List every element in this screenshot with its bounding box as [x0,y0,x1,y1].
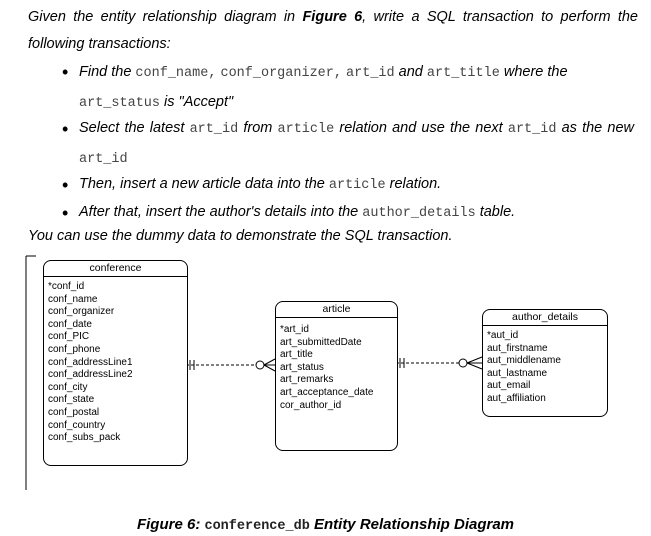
entity-article-title: article [276,302,397,318]
caption-label: Figure 6: [136,516,201,533]
relationship-article-author [396,356,483,370]
attribute-author_details-5: aut_affiliation [487,392,546,404]
attribute-article-2: art_title [280,349,313,361]
dummy-data-note: You can use the dummy data to demonstrat… [28,228,453,244]
bullet-3-text: Then, insert a new article data into the… [79,176,442,193]
figure-ref: Figure 6 [302,9,363,25]
attribute-article-1: art_submittedDate [280,336,362,348]
attribute-conference-2: conf_organizer [48,306,115,318]
attribute-article-5: art_acceptance_date [280,386,374,398]
attribute-conference-1: conf_name [48,293,98,305]
attribute-author_details-3: aut_lastname [487,367,548,379]
attribute-conference-9: conf_state [48,394,95,406]
attribute-conference-6: conf_addressLine1 [48,356,133,368]
attribute-conference-3: conf_date [48,318,92,330]
attribute-conference-12: conf_subs_pack [48,432,121,444]
intro-text: Given the entity relationship diagram in [28,9,303,25]
attribute-conference-4: conf_PIC [48,331,90,343]
relationship-conference-article [186,358,276,372]
entity-author-details-title: author_details [483,310,607,326]
attribute-conference-5: conf_phone [48,343,101,355]
attribute-author_details-4: aut_email [487,380,531,392]
bullet-2-text: Select the latest art_id from article re… [79,120,634,167]
figure-caption: Figure 6: conference_db Entity Relations… [0,516,651,534]
entity-conference-title: conference [44,261,187,277]
attribute-conference-8: conf_city [48,381,88,393]
caption-code: conference_db [204,519,310,534]
intro-paragraph: Given the entity relationship diagram in… [28,4,638,58]
attribute-article-0: *art_id [280,324,309,335]
attribute-conference-10: conf_postal [48,406,100,418]
caption-text: Entity Relationship Diagram [313,516,515,533]
bullet-4-text: After that, insert the author's details … [79,204,516,221]
attribute-author_details-1: aut_firstname [487,342,548,354]
attribute-conference-0: *conf_id [48,281,85,292]
attribute-article-4: art_remarks [280,374,334,386]
attribute-article-3: art_status [280,361,324,373]
intro-text-end: , write a SQL transaction to perform the… [28,9,638,52]
bullet-4-glyph: • [62,203,69,223]
attribute-article-6: cor_author_id [280,399,342,411]
bullet-3-glyph: • [62,175,69,195]
bullet-1-glyph: • [62,62,69,82]
bullet-1-text: Find the conf_name, conf_organizer, art_… [79,64,568,111]
attribute-conference-7: conf_addressLine2 [48,369,133,381]
attribute-conference-11: conf_country [48,419,106,431]
bullet-2-glyph: • [62,119,69,139]
attribute-author_details-2: aut_middlename [487,355,561,367]
attribute-author_details-0: *aut_id [487,330,519,341]
